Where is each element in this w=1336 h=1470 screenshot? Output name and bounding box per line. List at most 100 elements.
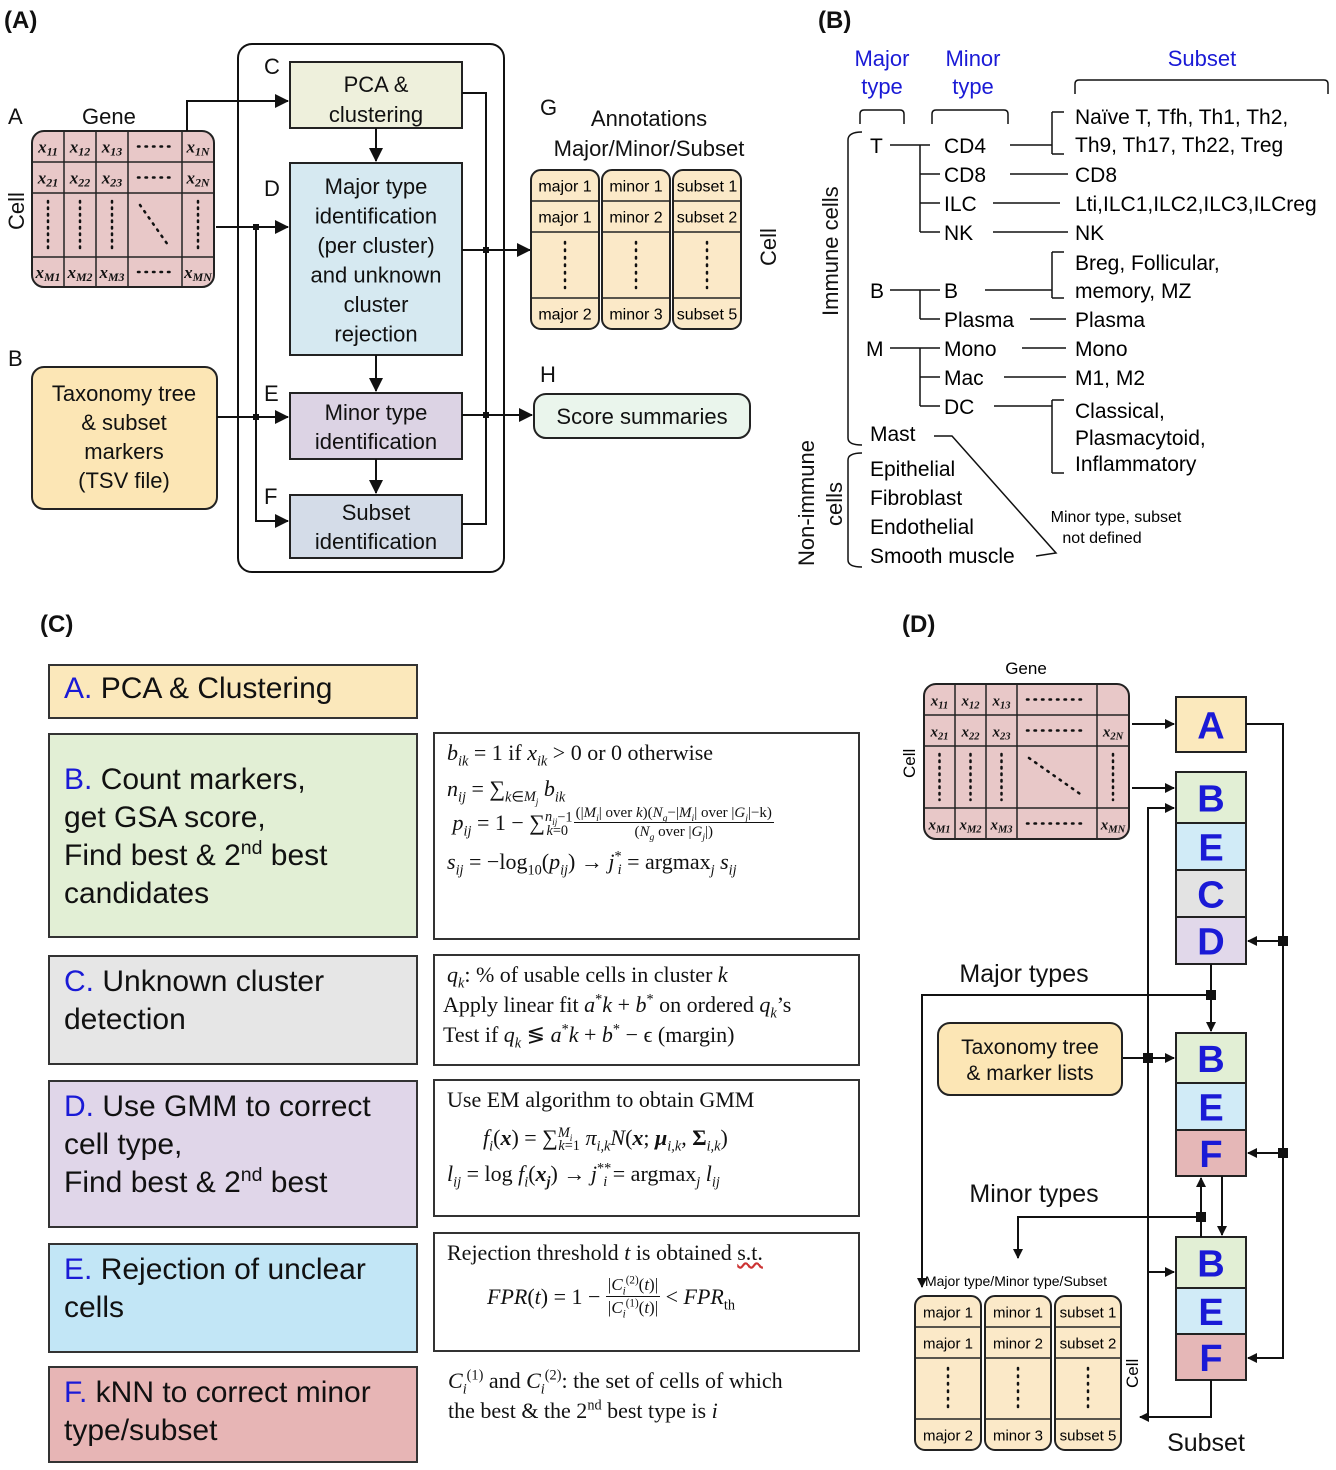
annotation-cell: subset 2 xyxy=(1060,1336,1117,1353)
matrix-diag-dots xyxy=(138,203,170,247)
header-minor-1: Minor xyxy=(945,46,1000,71)
d-stack2-b xyxy=(1175,1032,1247,1084)
group-immune-label: Immune cells xyxy=(818,186,843,316)
step-e-text: identification xyxy=(315,429,437,454)
annotation-cell: major 1 xyxy=(923,1305,973,1322)
connector-loop-b xyxy=(1147,803,1175,1419)
step-d-text: Major type xyxy=(325,174,428,199)
junction xyxy=(1278,936,1288,946)
d-stack1-e xyxy=(1175,822,1247,871)
matrix-cell: x21 xyxy=(930,725,949,743)
bracket-nonimmune xyxy=(847,452,863,568)
junction xyxy=(1278,1148,1288,1158)
d-stack1-b xyxy=(1175,771,1247,824)
minor-type-cd4: CD4 xyxy=(944,135,986,158)
step-c-box[interactable] xyxy=(289,61,463,129)
formula-box-e: Rejection threshold t is obtained s.t. F… xyxy=(433,1232,860,1352)
formula-c-2: Apply linear fit a*k + b* on ordered qk’… xyxy=(443,991,792,1022)
d-box-a xyxy=(1175,696,1247,753)
connector-matrix-to-f xyxy=(255,227,289,528)
taxonomy-input-text: (TSV file) xyxy=(78,468,170,493)
step-f-box[interactable] xyxy=(289,494,463,559)
annotation-cell: major 2 xyxy=(538,307,591,324)
panel-b: Major type Minor type Subset Immune cell… xyxy=(794,46,1329,568)
step-text-line: F. kNN to correct minor xyxy=(64,1376,371,1409)
brace-major xyxy=(859,109,905,124)
step-letter-dot: . xyxy=(84,1253,101,1286)
major-type-m: M xyxy=(866,338,884,361)
taxonomy-input-box[interactable] xyxy=(31,366,218,510)
subset-cd4: Naïve T, Tfh, Th1, Th2, xyxy=(1075,106,1288,129)
annotation-cell: subset 1 xyxy=(677,179,738,196)
header-major-1: Major xyxy=(854,46,909,71)
step-d-letter: D xyxy=(264,176,280,201)
junction xyxy=(483,412,489,418)
matrix-cell: xM1 xyxy=(34,263,60,284)
step-box-b[interactable]: B. Count markers,get GSA score,Find best… xyxy=(48,733,418,938)
formula-b-1: bik = 1 if xik > 0 or 0 otherwise xyxy=(447,740,714,770)
minor-type-mac: Mac xyxy=(944,367,984,390)
d-stack3-e-letter: E xyxy=(1198,1292,1223,1334)
matrix-cell: x2N xyxy=(185,169,209,190)
taxonomy-input-text: markers xyxy=(84,439,163,464)
step-box-a[interactable]: A. PCA & Clustering xyxy=(48,664,418,719)
formula-box-b: bik = 1 if xik > 0 or 0 otherwise nij = … xyxy=(433,732,860,940)
step-f-text: identification xyxy=(315,529,437,554)
step-letter: F xyxy=(64,1376,79,1409)
output-h-letter: H xyxy=(540,362,556,387)
subset-b: Breg, Follicular, xyxy=(1075,252,1220,275)
matrix-cell: x2N xyxy=(1102,725,1124,743)
annotation-cell: minor 1 xyxy=(993,1305,1043,1322)
annotation-cell: minor 2 xyxy=(993,1336,1043,1353)
step-text-line: A. PCA & Clustering xyxy=(64,672,333,705)
formula-note-1: Ci(1) and Ci(2): the set of cells of whi… xyxy=(448,1367,783,1398)
panel-label-b: (B) xyxy=(818,7,851,34)
formula-b-2: nij = ∑k∈Mj bik xyxy=(447,776,566,809)
d-box-a-letter: A xyxy=(1197,706,1224,748)
d-stack2-f-letter: F xyxy=(1199,1134,1222,1176)
step-box-f[interactable]: F. kNN to correct minor type/subset xyxy=(48,1366,418,1463)
pipeline-frame xyxy=(237,43,505,573)
annotation-cell: subset 2 xyxy=(677,210,738,227)
collector-line xyxy=(462,92,487,525)
matrix-cell: x11 xyxy=(37,138,58,159)
d-stack3-f-letter: F xyxy=(1199,1338,1222,1380)
header-minor-2: type xyxy=(952,74,994,99)
step-text-line: C. Unknown cluster xyxy=(64,965,325,998)
d-stack1-c xyxy=(1175,869,1247,918)
step-text-line: type/subset xyxy=(64,1414,218,1447)
formula-c-1: qk: % of usable cells in cluster k xyxy=(447,962,728,992)
d-taxonomy-box[interactable] xyxy=(937,1022,1123,1096)
matrix-cell: x12 xyxy=(961,694,981,712)
step-letter-dot: . xyxy=(84,672,101,705)
matrix-cell: x23 xyxy=(992,725,1011,743)
header-major-2: type xyxy=(861,74,903,99)
formula-d-1: Use EM algorithm to obtain GMM xyxy=(447,1087,755,1112)
non-immune-smooth-muscle: Smooth muscle xyxy=(870,545,1015,568)
step-text-line: D. Use GMM to correct xyxy=(64,1090,371,1123)
matrix-cell: x12 xyxy=(69,138,90,159)
minor-type-dc: DC xyxy=(944,396,974,419)
score-summaries-label: Score summaries xyxy=(556,404,727,429)
step-d-text: cluster xyxy=(344,292,409,317)
step-c-letter: C xyxy=(264,54,280,79)
annotation-cell: major 1 xyxy=(923,1336,973,1353)
d-stack3-f xyxy=(1175,1333,1247,1381)
annotation-cell: subset 5 xyxy=(1060,1428,1117,1445)
subset-dc: Inflammatory xyxy=(1075,453,1197,476)
step-d-box[interactable] xyxy=(289,162,463,356)
step-d-text: and unknown xyxy=(311,263,442,288)
subset-b: memory, MZ xyxy=(1075,280,1191,303)
taxonomy-tree: TBMMastCD4CD8ILCNKBPlasmaMonoMacDCNaïve … xyxy=(866,106,1317,568)
d-stack2-e xyxy=(1175,1082,1247,1131)
gene-axis-label: Gene xyxy=(82,104,136,129)
step-d-text: identification xyxy=(315,204,437,229)
panel-label-a: (A) xyxy=(4,7,37,34)
step-letter: A xyxy=(64,672,85,705)
score-summaries-box[interactable] xyxy=(533,393,751,439)
